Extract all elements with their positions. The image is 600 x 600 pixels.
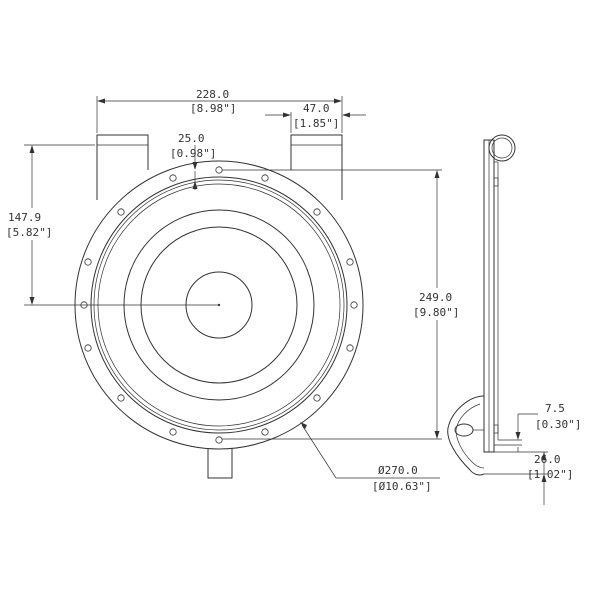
side-marker-bottom (493, 424, 499, 434)
bolt-hole (346, 258, 354, 266)
dim-flange-thickness-inch: [0.30"] (535, 418, 581, 431)
side-marker-top (493, 177, 499, 187)
dim-depth-mm: 26.0 (534, 453, 561, 466)
bolt-hole (117, 208, 125, 216)
dim-depth-inch: [1.02"] (527, 468, 573, 481)
mounting-tab-right (290, 134, 343, 200)
dim-overall-height-mm: 249.0 (419, 291, 452, 304)
dim-center-height: 147.9 [5.82"] (4, 144, 219, 306)
dim-diameter: Ø270.0 [Ø10.63"] (300, 422, 440, 493)
front-view (74, 134, 364, 479)
dim-center-height-mm: 147.9 (8, 211, 41, 224)
mounting-tab-left (96, 134, 149, 200)
dim-overall-width-mm: 228.0 (196, 88, 229, 101)
dim-overall-height: 249.0 [9.80"] (222, 169, 466, 440)
dim-depth: 26.0 [1.02"] (484, 451, 573, 505)
bolt-hole (84, 258, 92, 266)
dim-diameter-inch: [Ø10.63"] (372, 480, 432, 493)
dim-overall-height-inch: [9.80"] (413, 306, 459, 319)
dim-flange-thickness: 7.5 [0.30"] (494, 402, 581, 452)
bolt-hole (261, 428, 269, 436)
dim-flange-offset-mm: 25.0 (178, 132, 205, 145)
bottom-stub (207, 448, 233, 479)
bolt-hole (313, 394, 321, 402)
bolt-holes (80, 166, 358, 444)
dim-mount-width: 47.0 [1.85"] (265, 102, 366, 133)
dim-flange-offset-inch: [0.98"] (170, 147, 216, 160)
dim-overall-width: 228.0 [8.98"] (96, 88, 343, 133)
side-bottom-clamp (447, 395, 485, 476)
dim-flange-thickness-mm: 7.5 (545, 402, 565, 415)
dim-center-height-inch: [5.82"] (6, 226, 52, 239)
dim-diameter-mm: Ø270.0 (378, 464, 418, 477)
bolt-hole (261, 174, 269, 182)
dim-overall-width-inch: [8.98"] (190, 102, 236, 115)
bolt-hole (215, 436, 223, 444)
bolt-hole (346, 344, 354, 352)
bolt-hole (169, 174, 177, 182)
side-top-knob-outer (488, 134, 516, 162)
bolt-hole (215, 166, 223, 174)
side-top-knob-inner (491, 137, 513, 159)
bolt-hole (350, 301, 358, 309)
dim-mount-width-inch: [1.85"] (293, 117, 339, 130)
bolt-hole (117, 394, 125, 402)
bolt-hole (169, 428, 177, 436)
dim-mount-width-mm: 47.0 (303, 102, 330, 115)
dim-flange-offset: 25.0 [0.98"] (170, 132, 216, 190)
bolt-hole (313, 208, 321, 216)
bolt-hole (84, 344, 92, 352)
